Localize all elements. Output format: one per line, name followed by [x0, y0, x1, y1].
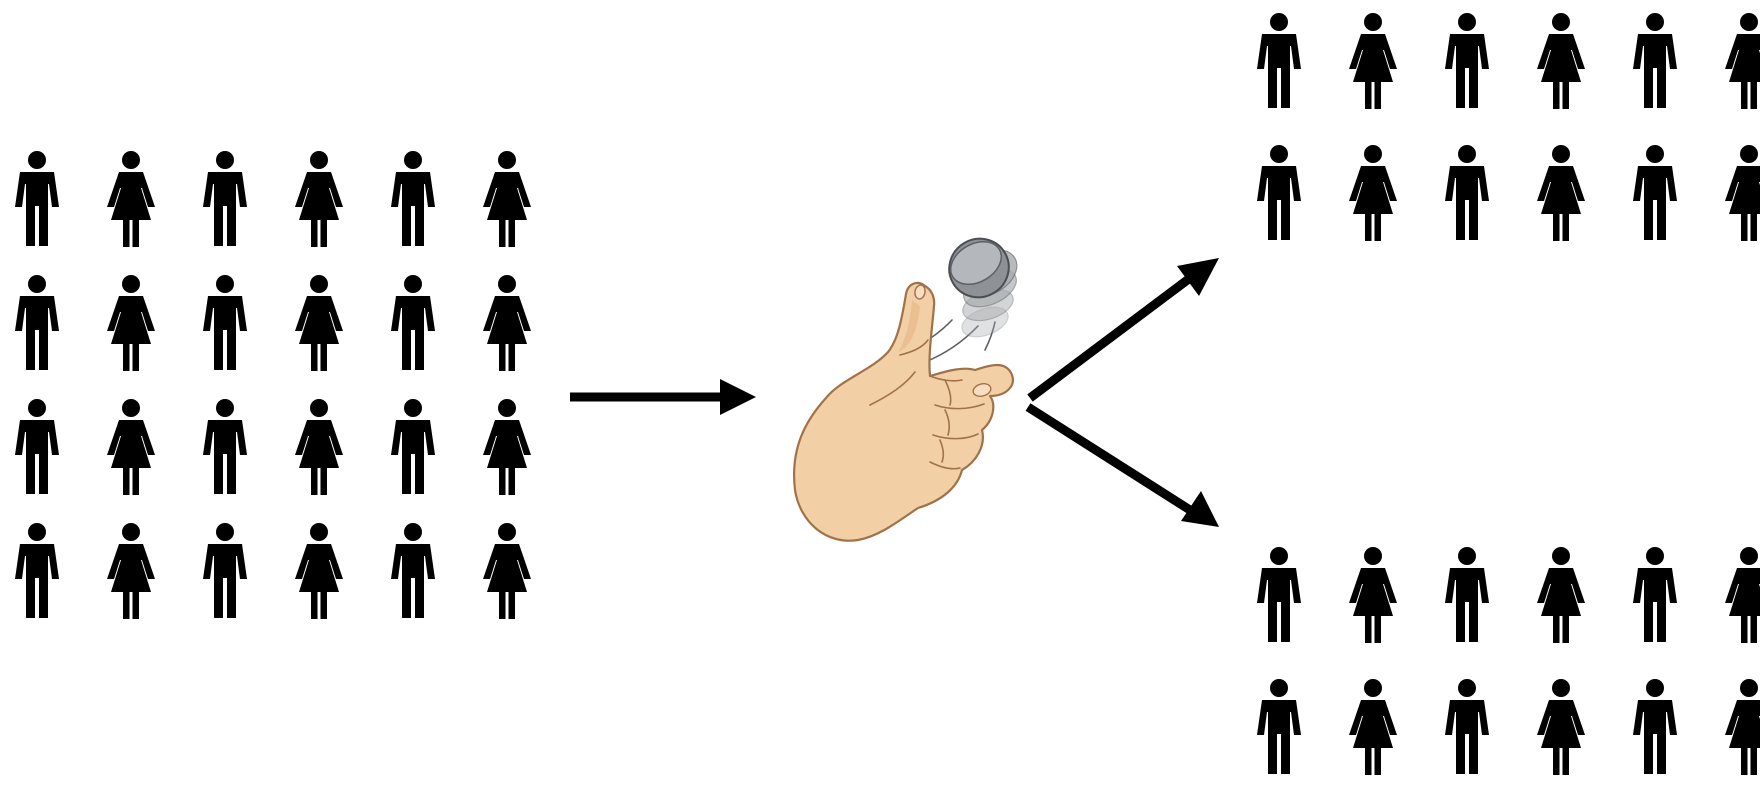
man-figure-icon — [1633, 13, 1677, 108]
man-figure-icon — [203, 151, 247, 246]
man-figure-icon — [203, 275, 247, 370]
woman-figure-icon — [1537, 679, 1585, 775]
input-population-group — [15, 151, 531, 619]
woman-figure-icon — [295, 151, 343, 247]
man-figure-icon — [391, 275, 435, 370]
woman-figure-icon — [483, 399, 531, 495]
arrow-to-bottom-group — [1028, 407, 1219, 527]
man-figure-icon — [15, 399, 59, 494]
man-figure-icon — [15, 523, 59, 618]
man-figure-icon — [203, 399, 247, 494]
woman-figure-icon — [107, 399, 155, 495]
woman-figure-icon — [295, 275, 343, 371]
man-figure-icon — [1633, 679, 1677, 774]
woman-figure-icon — [1349, 547, 1397, 643]
man-figure-icon — [1445, 13, 1489, 108]
man-figure-icon — [1445, 145, 1489, 240]
woman-figure-icon — [483, 275, 531, 371]
man-figure-icon — [1257, 145, 1301, 240]
man-figure-icon — [1633, 145, 1677, 240]
coin-flip-hand-icon — [794, 228, 1025, 541]
man-figure-icon — [1257, 679, 1301, 774]
man-figure-icon — [1445, 679, 1489, 774]
woman-figure-icon — [295, 523, 343, 619]
control-group-bottom — [1257, 547, 1760, 775]
man-figure-icon — [15, 275, 59, 370]
woman-figure-icon — [483, 151, 531, 247]
man-figure-icon — [391, 399, 435, 494]
man-figure-icon — [1445, 547, 1489, 642]
woman-figure-icon — [107, 523, 155, 619]
man-figure-icon — [15, 151, 59, 246]
woman-figure-icon — [483, 523, 531, 619]
woman-figure-icon — [1725, 679, 1760, 775]
treatment-group-top — [1257, 13, 1760, 241]
woman-figure-icon — [1349, 13, 1397, 109]
woman-figure-icon — [1725, 547, 1760, 643]
woman-figure-icon — [107, 151, 155, 247]
woman-figure-icon — [295, 399, 343, 495]
arrow-input-to-randomizer — [570, 379, 756, 415]
man-figure-icon — [203, 523, 247, 618]
woman-figure-icon — [1725, 145, 1760, 241]
woman-figure-icon — [1537, 145, 1585, 241]
man-figure-icon — [391, 151, 435, 246]
woman-figure-icon — [1349, 145, 1397, 241]
man-figure-icon — [1633, 547, 1677, 642]
arrow-to-top-group — [1030, 258, 1219, 398]
man-figure-icon — [391, 523, 435, 618]
woman-figure-icon — [1725, 13, 1760, 109]
woman-figure-icon — [1537, 13, 1585, 109]
man-figure-icon — [1257, 13, 1301, 108]
woman-figure-icon — [1349, 679, 1397, 775]
woman-figure-icon — [1537, 547, 1585, 643]
man-figure-icon — [1257, 547, 1301, 642]
woman-figure-icon — [107, 275, 155, 371]
